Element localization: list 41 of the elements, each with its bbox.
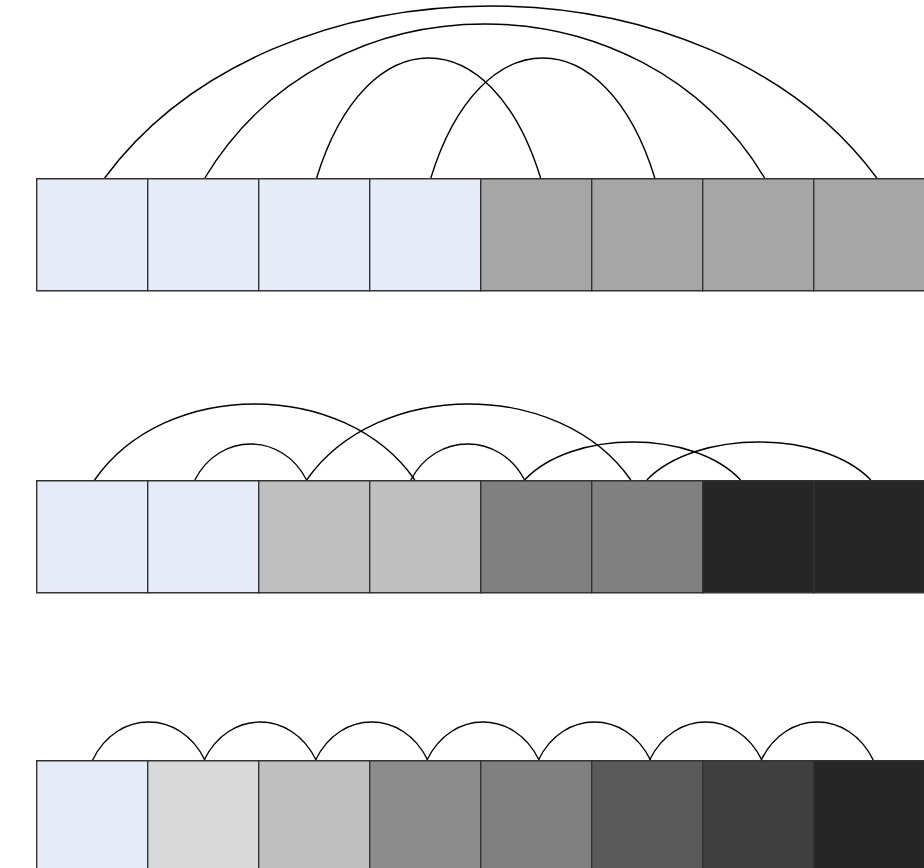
arc-line bbox=[430, 57, 656, 179]
cell-box bbox=[258, 480, 371, 594]
cell-box bbox=[258, 760, 371, 868]
cell-box bbox=[591, 178, 704, 292]
arc-line bbox=[410, 443, 526, 481]
cell-box bbox=[480, 178, 593, 292]
arc-line bbox=[194, 443, 308, 481]
cell-box bbox=[36, 480, 149, 594]
arc-line bbox=[426, 721, 540, 761]
cell-box bbox=[702, 178, 815, 292]
cell-box bbox=[591, 480, 704, 594]
cell-box bbox=[36, 178, 149, 292]
cell-box bbox=[369, 760, 482, 868]
arc-line bbox=[305, 403, 632, 481]
arc-line bbox=[204, 23, 766, 179]
arc-line bbox=[646, 441, 872, 481]
cell-box bbox=[258, 178, 371, 292]
cell-box bbox=[702, 480, 815, 594]
cell-box bbox=[147, 760, 260, 868]
cell-box bbox=[702, 760, 815, 868]
arc-line bbox=[91, 721, 206, 761]
cell-box bbox=[147, 178, 260, 292]
arc-line bbox=[315, 57, 542, 179]
cell-box bbox=[591, 760, 704, 868]
arc-line bbox=[103, 5, 878, 179]
cell-box bbox=[813, 178, 924, 292]
arc-line bbox=[314, 721, 429, 761]
arc-line bbox=[203, 721, 317, 761]
arc-line bbox=[760, 721, 874, 761]
cell-box bbox=[369, 480, 482, 594]
cell-box bbox=[480, 760, 593, 868]
cell-box bbox=[813, 480, 924, 594]
arc-line bbox=[648, 721, 763, 761]
cell-box bbox=[36, 760, 149, 868]
cell-box bbox=[147, 480, 260, 594]
arc-line bbox=[537, 721, 652, 761]
arc-line bbox=[523, 441, 742, 481]
cell-box bbox=[480, 480, 593, 594]
arc-line bbox=[93, 403, 416, 481]
cell-box bbox=[369, 178, 482, 292]
cell-box bbox=[813, 760, 924, 868]
